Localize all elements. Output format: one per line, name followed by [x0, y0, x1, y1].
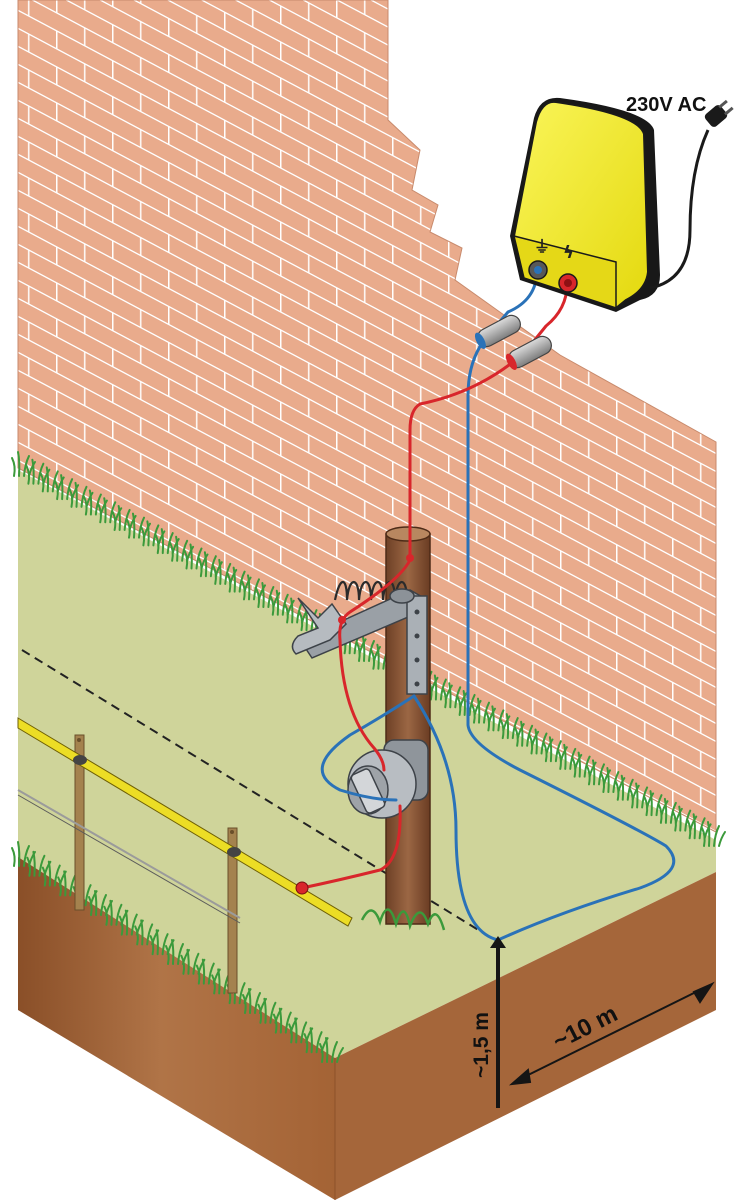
grass-tuft [226, 566, 252, 593]
grass-tuft [11, 451, 36, 477]
live-wire [338, 558, 412, 772]
earth-wire [412, 694, 500, 942]
grass-tuft [197, 551, 223, 578]
live-wire [300, 804, 402, 890]
grass-tuft [211, 968, 237, 995]
grass-tuft [140, 520, 166, 547]
grass-tuft [88, 890, 113, 916]
fence-energizer: ⏚ ϟ [510, 97, 734, 312]
grass-tuft [643, 790, 669, 817]
insulation-tubes [474, 314, 552, 371]
power-plug-icon [704, 99, 734, 127]
grass-tuft [149, 929, 175, 956]
grass-tuft [241, 574, 266, 601]
grass-tuft [427, 674, 453, 701]
grass-tuft [97, 497, 123, 524]
grass-tuft [257, 997, 283, 1024]
brick-wall [17, 0, 717, 833]
grass-tuft [41, 860, 67, 887]
grass-tuft [272, 1007, 298, 1034]
grass-tuft [356, 636, 381, 662]
grass-tuft [11, 841, 36, 867]
grass-tuft [629, 782, 655, 809]
grass-tuft [242, 988, 267, 1014]
fence-wire [17, 789, 241, 919]
insulator [227, 847, 241, 857]
grass-tuft [499, 713, 525, 740]
grass-tuft [284, 597, 310, 624]
grass-tuft [485, 705, 511, 732]
grass-tuft [195, 958, 221, 985]
grass-tuft [528, 728, 554, 755]
grass-tuft [118, 909, 144, 936]
earth-wire [320, 694, 416, 802]
power-supply-label: 230V AC [626, 94, 706, 116]
grass-tuft [57, 870, 83, 897]
grass-tuft [542, 736, 568, 763]
power-cord [649, 129, 710, 290]
grass-tuft [212, 558, 238, 585]
grass-tuft [68, 481, 94, 508]
grass-tuft [686, 813, 712, 840]
grass-tuft [471, 697, 496, 724]
grass-tuft [82, 489, 108, 516]
grass-tuft [614, 774, 640, 801]
grass-tuft [456, 689, 482, 716]
grass-tuft [557, 743, 583, 770]
grass-tuft [54, 474, 80, 501]
grass-tuft [180, 948, 206, 975]
grass-tuft [39, 466, 65, 493]
lightning-diverter [291, 580, 428, 695]
grass-tuft [169, 535, 195, 562]
grass-tuft [672, 805, 698, 832]
grass-tuft [111, 504, 137, 531]
grass-tuft [183, 543, 209, 570]
grass-tuft [701, 821, 726, 847]
earth-symbol-icon: ⏚ [534, 237, 550, 256]
grass-tuft [657, 797, 683, 824]
grass-tuft [298, 605, 324, 632]
fence-wire [17, 794, 241, 924]
live-wire [408, 280, 569, 562]
grass-tuft [303, 1027, 329, 1054]
grass-tuft [165, 939, 190, 965]
grass-tuft [269, 589, 295, 616]
ground-rod [490, 936, 506, 1108]
grass-tuft [514, 720, 540, 747]
grass-tuft [26, 850, 52, 877]
grass-tuft [103, 899, 129, 926]
grass-tuft [288, 1017, 314, 1044]
grass-tuft [25, 458, 51, 485]
grass-tuft [154, 528, 180, 555]
ground-depth-label: ~1,5 m [470, 1012, 493, 1078]
grass-tuft [586, 759, 611, 786]
lightning-icon: ϟ [563, 243, 574, 263]
soil-cross-section [18, 857, 716, 1200]
grass-tuft [600, 767, 626, 794]
grass-tuft [319, 1037, 344, 1063]
grass-tuft [370, 643, 396, 670]
grass-tuft [126, 512, 151, 539]
distance-dimension [508, 981, 715, 1086]
grass-tuft [571, 751, 597, 778]
fence [17, 717, 353, 994]
insulator [73, 755, 87, 765]
grass-tuft [134, 919, 160, 946]
grass-tuft [442, 682, 468, 709]
grass-tuft [255, 582, 281, 609]
